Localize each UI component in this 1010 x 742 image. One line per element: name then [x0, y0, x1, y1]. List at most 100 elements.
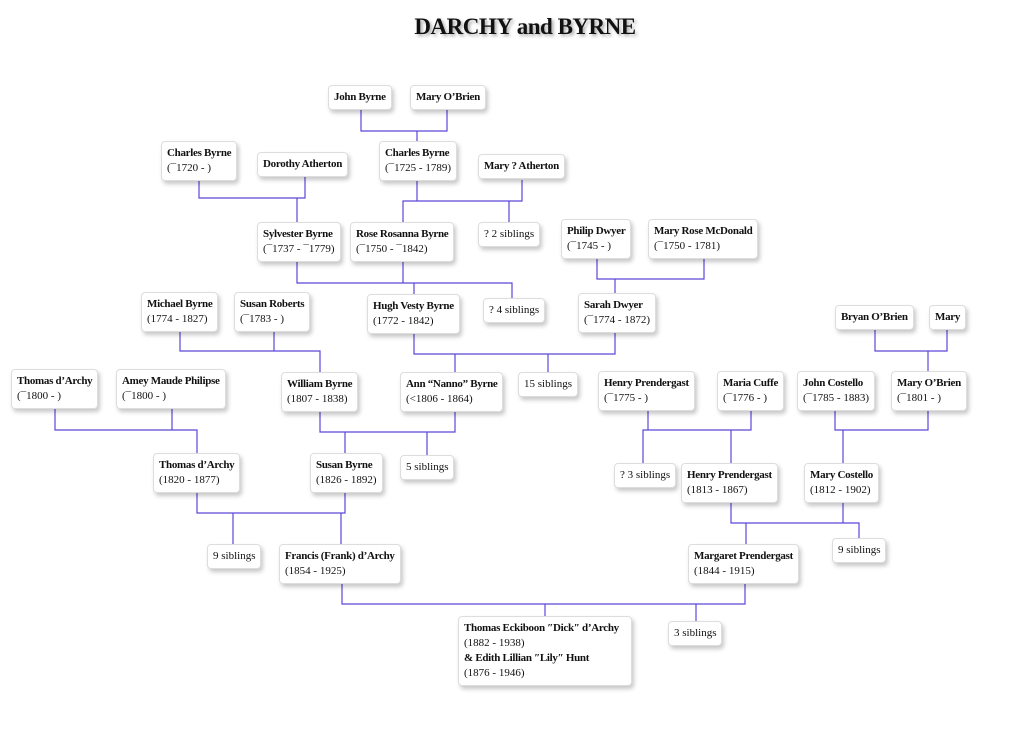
person-name: Mary O’Brien [416, 91, 480, 103]
person-sylvester-byrne[interactable]: Sylvester Byrne (¯1737 - ¯1779) [257, 222, 341, 262]
person-name: Mary Costello [810, 469, 873, 481]
person-bryan-obrien[interactable]: Bryan O’Brien [835, 305, 914, 330]
person-francis-darchy[interactable]: Francis (Frank) d’Archy (1854 - 1925) [279, 544, 401, 584]
connector [198, 177, 306, 199]
siblings-badge[interactable]: ? 2 siblings [478, 222, 541, 247]
person-john-byrne[interactable]: John Byrne [328, 85, 392, 110]
person-name: Michael Byrne [147, 298, 213, 310]
person-thomas-darchy-1800[interactable]: Thomas d’Archy(¯1800 - ) [11, 369, 99, 409]
person-dates: (¯1785 - 1883) [803, 392, 869, 404]
siblings-badge[interactable]: 5 siblings [400, 455, 455, 480]
person-dates: (¯1800 - ) [17, 390, 61, 402]
tree-title: DARCHY and BYRNE [414, 14, 636, 39]
person-dates: (¯1783 - ) [240, 313, 284, 325]
person-john-costello[interactable]: John Costello (¯1785 - 1883) [797, 371, 875, 411]
person-name: Mary Rose McDonald [654, 225, 753, 237]
person-margaret-prendergast[interactable]: Margaret Prendergast (1844 - 1915) [688, 544, 799, 584]
spouse-name: & Edith Lillian ″Lily″ Hunt [464, 652, 590, 664]
person-dorothy-atherton[interactable]: Dorothy Atherton [257, 152, 349, 177]
connector [402, 180, 523, 222]
connector [296, 259, 513, 298]
person-name: Amey Maude Philipse [122, 375, 220, 387]
person-dates: (¯1750 - ¯1842) [356, 243, 428, 255]
person-thomas-eckiboon-darchy[interactable]: Thomas Eckiboon ″Dick″ d’Archy (1882 - 1… [458, 616, 632, 686]
person-name: Ann “Nanno” Byrne [406, 378, 498, 390]
connector [54, 406, 198, 453]
connector [642, 408, 752, 463]
person-dates: (¯1800 - ) [122, 390, 166, 402]
person-dates: (¯1720 - ) [167, 162, 211, 174]
person-mary-rose-mcdonald[interactable]: Mary Rose McDonald(¯1750 - 1781) [648, 219, 759, 259]
siblings-badge[interactable]: 9 siblings [207, 544, 262, 569]
person-dates: (1774 - 1827) [147, 313, 208, 325]
siblings-badge[interactable]: 15 siblings [518, 372, 578, 397]
person-mary-obrien[interactable]: Mary O’Brien [410, 85, 486, 110]
person-susan-byrne[interactable]: Susan Byrne (1826 - 1892) [310, 453, 383, 493]
person-name: Maria Cuffe [723, 377, 779, 389]
person-name: Henry Prendergast [604, 377, 689, 389]
siblings-badge[interactable]: ? 3 siblings [614, 463, 677, 488]
connector [730, 500, 860, 538]
person-dates: (<1806 - 1864) [406, 393, 473, 405]
connector [341, 581, 746, 605]
connector [834, 408, 929, 431]
person-dates: (1826 - 1892) [316, 474, 377, 486]
siblings-badge[interactable]: ? 4 siblings [483, 298, 546, 323]
person-william-byrne[interactable]: William Byrne (1807 - 1838) [281, 372, 359, 412]
person-maria-cuffe[interactable]: Maria Cuffe (¯1776 - ) [717, 371, 785, 411]
person-rose-rosanna-byrne[interactable]: Rose Rosanna Byrne (¯1750 - ¯1842) [350, 222, 455, 262]
person-name: Philip Dwyer [567, 225, 626, 237]
person-name: William Byrne [287, 378, 353, 390]
person-charles-byrne-1725[interactable]: Charles Byrne (¯1725 - 1789) [379, 141, 457, 181]
person-ann-nanno-byrne[interactable]: Ann “Nanno” Byrne (<1806 - 1864) [400, 372, 504, 412]
connector [196, 490, 346, 514]
person-name: Francis (Frank) d’Archy [285, 550, 395, 562]
connector [596, 256, 705, 280]
siblings-badge[interactable]: 9 siblings [832, 538, 887, 563]
person-name: Thomas d’Archy [159, 459, 235, 471]
person-name: Dorothy Atherton [263, 158, 343, 170]
person-dates: (1882 - 1938) [464, 637, 525, 649]
person-dates: (1820 - 1877) [159, 474, 220, 486]
person-dates: (1854 - 1925) [285, 565, 346, 577]
person-charles-byrne-1720[interactable]: Charles Byrne (¯1720 - ) [161, 141, 238, 181]
person-name: Rose Rosanna Byrne [356, 228, 449, 240]
person-sarah-dwyer[interactable]: Sarah Dwyer(¯1774 - 1872) [578, 293, 656, 333]
person-name: Susan Roberts [240, 298, 305, 310]
person-name: Henry Prendergast [687, 469, 772, 481]
person-dates: (¯1737 - ¯1779) [263, 243, 335, 255]
person-name: Charles Byrne [167, 147, 232, 159]
person-name: Mary O’Brien [897, 377, 961, 389]
person-amey-maude-philipse[interactable]: Amey Maude Philipse (¯1800 - ) [116, 369, 226, 409]
person-name: Susan Byrne [316, 459, 373, 471]
connector [360, 110, 448, 132]
person-dates: (1807 - 1838) [287, 393, 348, 405]
person-henry-prendergast-1775[interactable]: Henry Prendergast(¯1775 - ) [598, 371, 695, 411]
person-mary-costello[interactable]: Mary Costello(1812 - 1902) [804, 463, 879, 503]
person-dates: (¯1776 - ) [723, 392, 767, 404]
person-mary-obrien-1801[interactable]: Mary O’Brien (¯1801 - ) [891, 371, 967, 411]
person-mary-atherton[interactable]: Mary ? Atherton [478, 154, 565, 179]
person-name: John Costello [803, 377, 863, 389]
person-philip-dwyer[interactable]: Philip Dwyer(¯1745 - ) [561, 219, 632, 259]
person-name: Margaret Prendergast [694, 550, 793, 562]
person-dates: (¯1725 - 1789) [385, 162, 451, 174]
person-dates: (1844 - 1915) [694, 565, 755, 577]
person-name: Bryan O’Brien [841, 311, 908, 323]
person-dates: (¯1801 - ) [897, 392, 941, 404]
siblings-badge[interactable]: 3 siblings [668, 621, 723, 646]
person-name: Sylvester Byrne [263, 228, 333, 240]
person-mary[interactable]: Mary [929, 305, 967, 330]
spouse-dates: (1876 - 1946) [464, 667, 525, 679]
person-susan-roberts[interactable]: Susan Roberts (¯1783 - ) [234, 292, 311, 332]
connector [319, 409, 456, 433]
person-name: Sarah Dwyer [584, 299, 643, 311]
person-henry-prendergast-1813[interactable]: Henry Prendergast(1813 - 1867) [681, 463, 778, 503]
person-hugh-vesty-byrne[interactable]: Hugh Vesty Byrne(1772 - 1842) [367, 294, 460, 334]
person-thomas-darchy-1820[interactable]: Thomas d’Archy (1820 - 1877) [153, 453, 241, 493]
person-name: Charles Byrne [385, 147, 450, 159]
person-michael-byrne[interactable]: Michael Byrne (1774 - 1827) [141, 292, 219, 332]
person-name: Hugh Vesty Byrne [373, 300, 454, 312]
